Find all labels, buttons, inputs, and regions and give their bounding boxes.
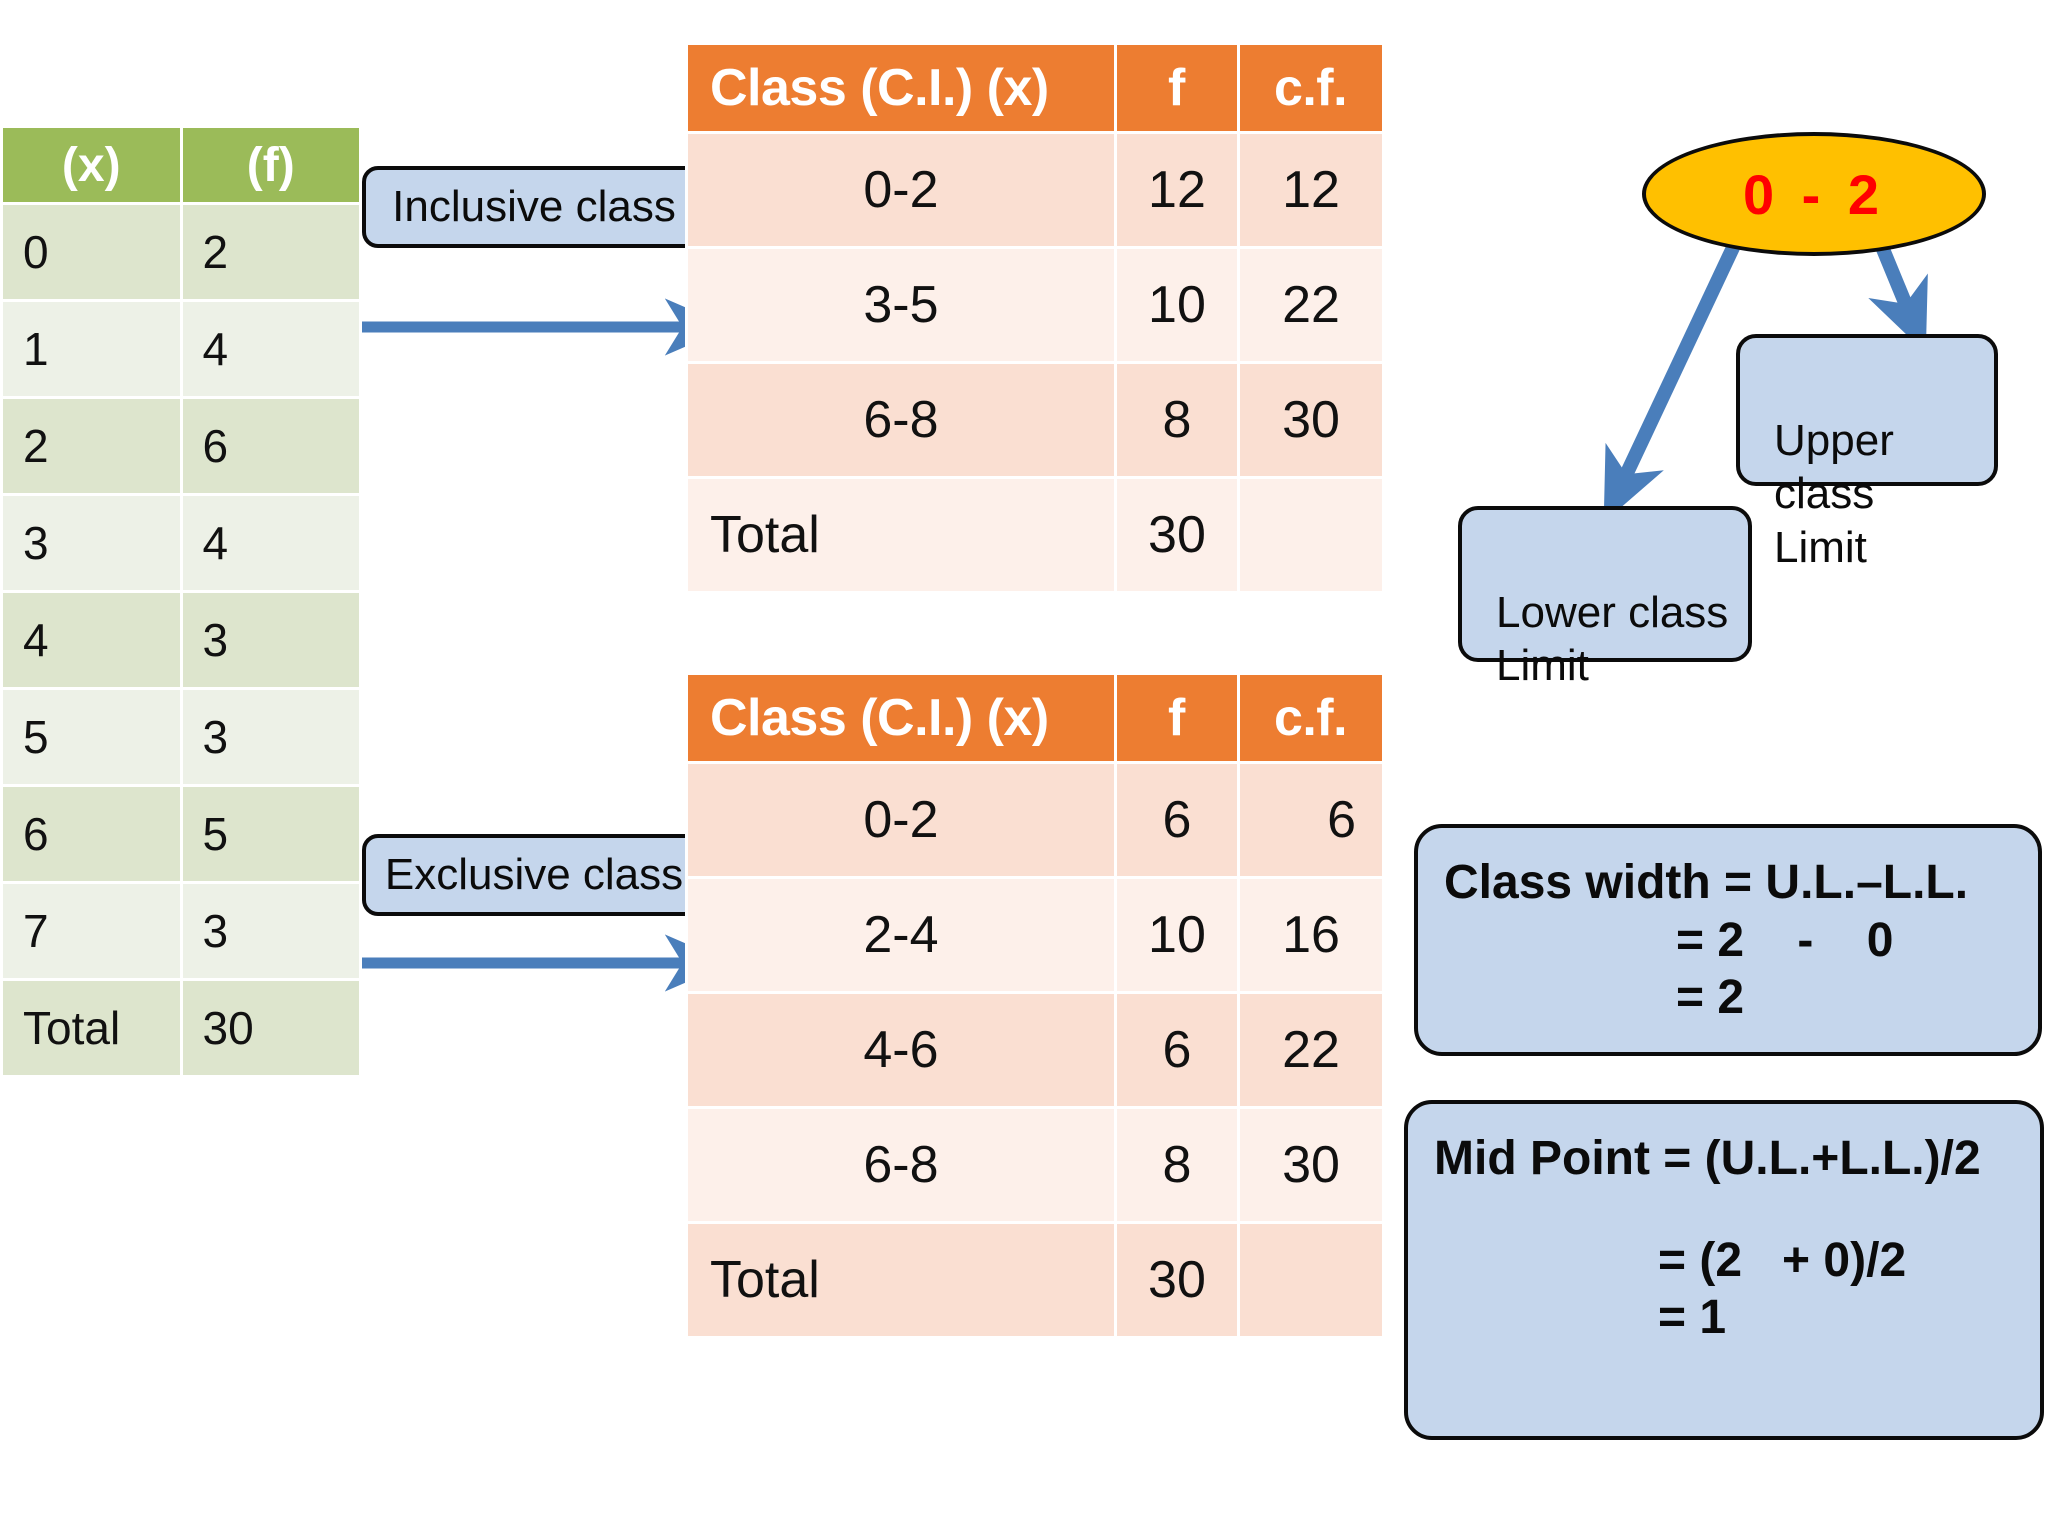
cell-total-cumulative-frequency	[1240, 1224, 1382, 1336]
table-row: 6 5	[3, 787, 359, 881]
cell-frequency: 10	[1116, 879, 1238, 991]
cell-cumulative-frequency: 30	[1240, 364, 1382, 476]
table-header-row: (x) (f)	[3, 128, 359, 202]
cell-class-interval: 6-8	[688, 364, 1114, 476]
table-row: 6-8 8 30	[688, 364, 1382, 476]
cell-cumulative-frequency: 16	[1240, 879, 1382, 991]
label-exclusive-class-text: Exclusive class	[384, 850, 684, 899]
header-class-interval: Class (C.I.) (x)	[688, 45, 1114, 131]
cell-total-label: Total	[3, 981, 180, 1075]
arrow-to-lower-limit	[1603, 234, 1745, 523]
table-row: 2 6	[3, 399, 359, 493]
cell-f: 3	[182, 593, 359, 687]
label-exclusive-class: Exclusive class	[362, 834, 706, 916]
table-row: 4 3	[3, 593, 359, 687]
cell-class-interval: 3-5	[688, 249, 1114, 361]
cell-x: 2	[3, 399, 180, 493]
cell-x: 7	[3, 884, 180, 978]
header-f: (f)	[182, 128, 359, 202]
header-cumulative-frequency: c.f.	[1240, 45, 1382, 131]
cell-frequency: 8	[1116, 364, 1238, 476]
cell-total-label: Total	[688, 479, 1114, 591]
table-row: 2-4 10 16	[688, 879, 1382, 991]
lower-class-limit-box: Lower class Limit	[1458, 506, 1752, 690]
table-row: 5 3	[3, 690, 359, 784]
cell-class-interval: 6-8	[688, 1109, 1114, 1221]
lower-class-limit-text: Lower class Limit	[1496, 587, 1729, 691]
header-class-interval: Class (C.I.) (x)	[688, 675, 1114, 761]
cell-class-interval: 0-2	[688, 134, 1114, 246]
table-row-total: Total 30	[3, 981, 359, 1075]
cell-frequency: 6	[1116, 994, 1238, 1106]
cell-f: 3	[182, 884, 359, 978]
cell-cumulative-frequency: 22	[1240, 994, 1382, 1106]
upper-class-limit-box: Upper class Limit	[1736, 334, 1998, 572]
ungrouped-frequency-table: (x) (f) 0 2 1 4 2 6 3 4 4 3	[0, 125, 362, 1078]
cell-frequency: 6	[1116, 764, 1238, 876]
class-interval-ellipse: 0 - 2	[1642, 132, 1986, 256]
table-row: 0-2 12 12	[688, 134, 1382, 246]
cell-cumulative-frequency: 22	[1240, 249, 1382, 361]
exclusive-class-table: Class (C.I.) (x) f c.f. 0-2 6 6 2-4 10 1…	[685, 672, 1385, 1339]
table-row: 7 3	[3, 884, 359, 978]
table-row: 3-5 10 22	[688, 249, 1382, 361]
table-row: 0 2	[3, 205, 359, 299]
cell-frequency: 12	[1116, 134, 1238, 246]
cell-cumulative-frequency: 30	[1240, 1109, 1382, 1221]
cell-cumulative-frequency: 12	[1240, 134, 1382, 246]
cell-total-frequency: 30	[1116, 1224, 1238, 1336]
upper-class-limit-text: Upper class Limit	[1774, 415, 1894, 573]
mid-point-line-1: Mid Point = (U.L.+L.L.)/2	[1434, 1132, 1981, 1185]
table-row: 3 4	[3, 496, 359, 590]
cell-f: 5	[182, 787, 359, 881]
header-frequency: f	[1116, 675, 1238, 761]
class-width-line-2: = 2 - 0	[1676, 913, 1894, 967]
cell-f: 6	[182, 399, 359, 493]
cell-frequency: 8	[1116, 1109, 1238, 1221]
mid-point-formula-box: Mid Point = (U.L.+L.L.)/2 = (2 + 0)/2 = …	[1404, 1100, 2044, 1440]
header-frequency: f	[1116, 45, 1238, 131]
cell-x: 0	[3, 205, 180, 299]
class-width-formula-box: Class width = U.L.–L.L. = 2 - 0 = 2	[1414, 824, 2042, 1056]
cell-cumulative-frequency: 6	[1240, 764, 1382, 876]
table-row-total: Total 30	[688, 1224, 1382, 1336]
cell-f: 4	[182, 302, 359, 396]
cell-x: 1	[3, 302, 180, 396]
header-x: (x)	[3, 128, 180, 202]
table-row-total: Total 30	[688, 479, 1382, 591]
cell-f: 2	[182, 205, 359, 299]
header-cumulative-frequency: c.f.	[1240, 675, 1382, 761]
cell-x: 5	[3, 690, 180, 784]
table-header-row: Class (C.I.) (x) f c.f.	[688, 45, 1382, 131]
cell-class-interval: 2-4	[688, 879, 1114, 991]
table-header-row: Class (C.I.) (x) f c.f.	[688, 675, 1382, 761]
cell-total-frequency: 30	[1116, 479, 1238, 591]
class-width-line-3: = 2	[1676, 971, 1745, 1025]
table-row: 6-8 8 30	[688, 1109, 1382, 1221]
cell-x: 6	[3, 787, 180, 881]
cell-frequency: 10	[1116, 249, 1238, 361]
cell-class-interval: 4-6	[688, 994, 1114, 1106]
table-row: 1 4	[3, 302, 359, 396]
cell-total-label: Total	[688, 1224, 1114, 1336]
cell-total-cumulative-frequency	[1240, 479, 1382, 591]
label-inclusive-class-text: Inclusive class	[392, 182, 676, 231]
cell-class-interval: 0-2	[688, 764, 1114, 876]
cell-f: 4	[182, 496, 359, 590]
cell-x: 3	[3, 496, 180, 590]
cell-x: 4	[3, 593, 180, 687]
table-row: 0-2 6 6	[688, 764, 1382, 876]
mid-point-spacer	[1434, 1188, 2040, 1232]
class-width-line-1: Class width = U.L.–L.L.	[1444, 856, 1969, 909]
cell-f: 3	[182, 690, 359, 784]
mid-point-line-2: = (2 + 0)/2	[1658, 1233, 1907, 1287]
cell-total-value: 30	[182, 981, 359, 1075]
table-row: 4-6 6 22	[688, 994, 1382, 1106]
mid-point-line-3: = 1	[1658, 1291, 1727, 1345]
inclusive-class-table: Class (C.I.) (x) f c.f. 0-2 12 12 3-5 10…	[685, 42, 1385, 594]
label-inclusive-class: Inclusive class	[362, 166, 706, 248]
class-interval-ellipse-text: 0 - 2	[1742, 162, 1886, 226]
